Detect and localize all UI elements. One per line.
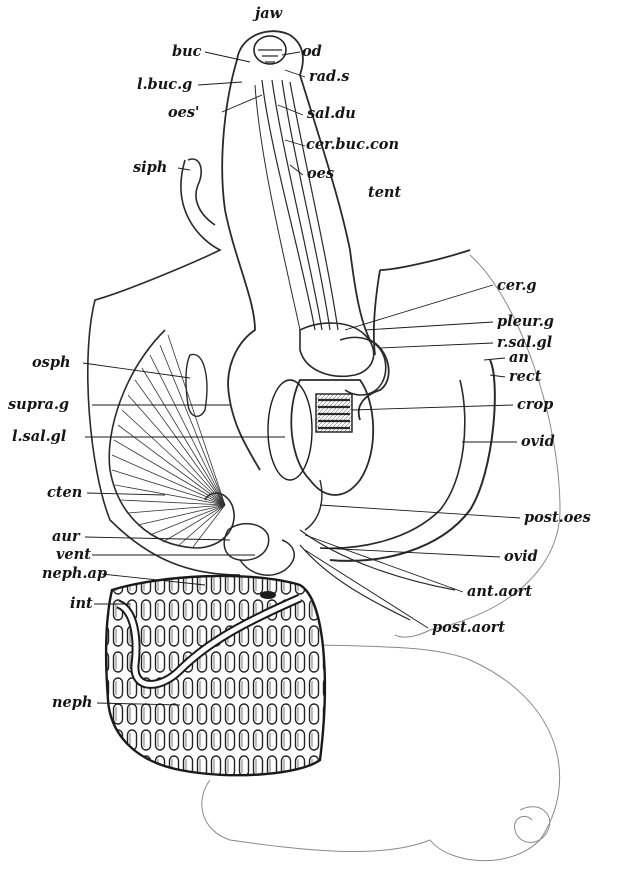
- mantle-flap-left: [88, 160, 240, 575]
- label-cten: cten: [47, 484, 82, 501]
- posterior-oesophagus: [305, 480, 322, 530]
- label-supra-g: supra.g: [8, 396, 69, 413]
- osphradium: [186, 354, 207, 416]
- label-rect: rect: [509, 368, 542, 385]
- label-cer-g: cer.g: [497, 277, 537, 294]
- label-neph-ap: neph.ap: [42, 565, 107, 582]
- label-crop: crop: [517, 396, 553, 413]
- siphon: [188, 159, 215, 225]
- label-ant-aort: ant.aort: [467, 583, 532, 600]
- shell-coil: [515, 807, 550, 843]
- ventricle: [240, 540, 294, 575]
- buccal-mass: [237, 31, 389, 420]
- label-aur: aur: [52, 528, 81, 545]
- oesophagus-duct-5: [255, 85, 300, 330]
- label-post-oes: post.oes: [524, 509, 591, 526]
- ctenidium: [109, 330, 234, 548]
- label-sal-du: sal.du: [307, 105, 356, 122]
- label-tent: tent: [368, 184, 401, 201]
- label-jaw: jaw: [252, 5, 283, 22]
- label-pleur-g: pleur.g: [497, 313, 554, 330]
- nephridium: [106, 576, 325, 775]
- nephridial-aperture: [260, 591, 276, 599]
- label-neph: neph: [52, 694, 92, 711]
- label-siph: siph: [133, 159, 167, 176]
- label-buc: buc: [172, 43, 202, 60]
- label-od: od: [302, 43, 322, 60]
- label-oes: oes: [307, 165, 334, 182]
- label-l-sal-gl: l.sal.gl: [12, 428, 67, 445]
- label-ovid-2: ovid: [504, 548, 538, 565]
- ganglion-mass: [300, 323, 374, 376]
- mantle-cavity-floor: [374, 250, 470, 355]
- label-vent: vent: [56, 546, 91, 563]
- label-post-aort: post.aort: [432, 619, 505, 636]
- label-cer-buc-con: cer.buc.con: [306, 136, 399, 153]
- body-drawing: [88, 31, 560, 860]
- rectum: [330, 360, 495, 561]
- label-oes-prime: oes': [168, 104, 200, 121]
- label-an: an: [509, 349, 529, 366]
- head-left-wall: [222, 60, 260, 470]
- label-osph: osph: [32, 354, 71, 371]
- left-salivary-gland: [268, 380, 312, 480]
- label-l-buc-g: l.buc.g: [137, 76, 192, 93]
- label-ovid: ovid: [521, 433, 555, 450]
- label-int: int: [70, 595, 93, 612]
- label-rad-s: rad.s: [309, 68, 349, 85]
